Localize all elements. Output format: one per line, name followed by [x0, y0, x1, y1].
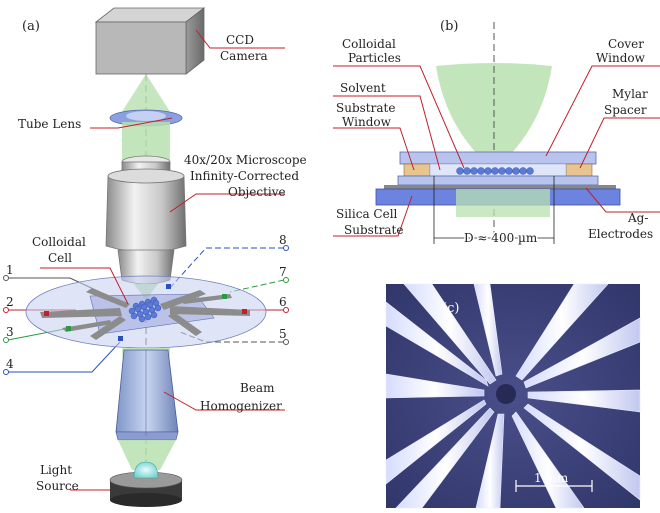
panel-a: (a)	[3, 7, 307, 507]
particle-cluster	[128, 296, 162, 323]
colloidal-particles-line2: Particles	[348, 51, 401, 65]
light-source-label-line2: Source	[36, 479, 79, 493]
colloidal-cell-label-line2: Cell	[48, 251, 72, 265]
homogenizer-label-line1: Beam	[240, 381, 275, 395]
light-source	[109, 461, 183, 507]
scale-bar	[515, 480, 593, 492]
electrode-number-1: 1	[6, 263, 14, 277]
electrode-number-3: 3	[6, 325, 14, 339]
electrode-terminals	[3, 245, 289, 375]
particle-row	[456, 167, 534, 175]
solvent-label: Solvent	[340, 81, 386, 95]
objective-label-line3: Objective	[228, 185, 286, 199]
colloidal-cell-label-line1: Colloidal	[32, 235, 86, 249]
electrode-number-7: 7	[279, 265, 287, 279]
electrode-number-8: 8	[279, 233, 287, 247]
beam-top	[118, 74, 174, 118]
center-gap	[496, 384, 516, 404]
panel-b-label: (b)	[440, 19, 458, 34]
ccd-label-line1: CCD	[226, 33, 254, 47]
beam-homogenizer	[115, 348, 179, 441]
substrate-window-line1: Substrate	[336, 101, 395, 115]
diameter-marker	[433, 176, 555, 244]
beam-parallel	[122, 122, 170, 160]
electrode-number-2: 2	[6, 295, 14, 309]
objective-lens	[105, 155, 187, 285]
substrate-window-line2: Window	[342, 115, 392, 129]
objective-label-line2: Infinity-Corrected	[190, 169, 299, 183]
silica-substrate-line2: Substrate	[344, 223, 403, 237]
mylar-spacer-line2: Spacer	[604, 103, 647, 117]
electrode-number-6: 6	[279, 295, 287, 309]
homogenizer-label-line2: Homogenizer	[200, 399, 282, 413]
panel-c: (c) 1 mm	[385, 283, 641, 509]
tube-lens-label: Tube Lens	[18, 117, 81, 131]
panel-c-label: (c)	[442, 301, 459, 316]
ag-electrodes-line2: Electrodes	[588, 227, 653, 241]
mylar-spacer-line1: Mylar	[612, 87, 648, 101]
silica-substrate-line1: Silica Cell	[336, 207, 398, 221]
panel-a-label: (a)	[22, 19, 40, 34]
panel-b: (b) D ≈ 400 µm	[333, 19, 660, 247]
light-source-label-line1: Light	[40, 463, 72, 477]
colloidal-particles-line1: Colloidal	[342, 37, 396, 51]
diameter-label: D ≈ 400 µm	[464, 231, 538, 245]
electrode-number-4: 4	[6, 357, 14, 371]
electrode-fingers	[385, 283, 641, 509]
ag-electrodes-line1: Ag-	[627, 211, 648, 225]
ccd-camera	[94, 7, 206, 75]
cover-window-line2: Window	[596, 51, 646, 65]
annotation-lines-b	[333, 65, 660, 237]
ccd-label-line2: Camera	[220, 49, 268, 63]
scale-bar-label: 1 mm	[534, 471, 569, 485]
annotation-lines-a	[40, 29, 285, 491]
cover-window-line1: Cover	[608, 37, 644, 51]
beam-bottom	[118, 440, 176, 470]
electrode-number-5: 5	[279, 327, 287, 341]
objective-label-line1: 40x/20x Microscope	[184, 153, 307, 167]
